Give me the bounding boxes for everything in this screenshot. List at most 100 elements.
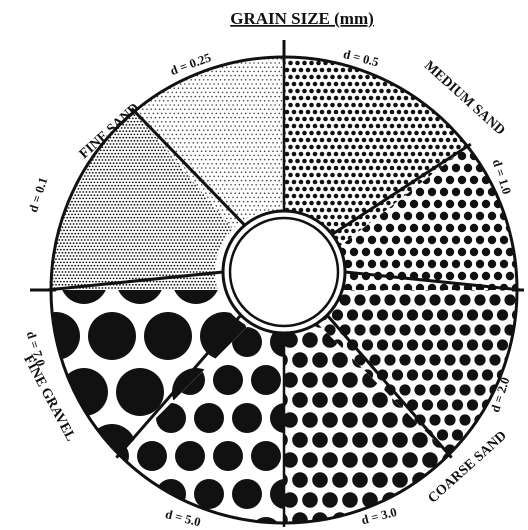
grain-dot (119, 22, 121, 24)
grain-dot (458, 79, 460, 81)
grain-dot (292, 2, 294, 4)
grain-dot (20, 22, 22, 24)
grain-dot (143, 82, 145, 84)
grain-dot (106, 2, 108, 4)
grain-dot (433, 41, 435, 43)
grain-dot (526, 28, 528, 30)
grain-dot (407, 41, 409, 43)
grain-dot (183, 54, 185, 56)
grain-dot (9, 0, 11, 1)
grain-dot (204, 12, 206, 14)
grain-dot (97, 92, 99, 94)
grain-dot (154, 79, 156, 81)
grain-dot (441, 38, 443, 40)
grain-dot (151, 15, 153, 17)
grain-dot (396, 18, 398, 20)
grain-dot (44, 70, 46, 72)
grain-dot (102, 82, 104, 84)
grain-dot (519, 66, 521, 68)
grain-dot (220, 57, 222, 59)
grain-dot (476, 57, 478, 59)
grain-dot (148, 28, 150, 30)
grain-dot (490, 22, 492, 24)
grain-dot (247, 28, 249, 30)
grain-dot (481, 79, 483, 81)
grain-dot (455, 73, 457, 75)
grain-dot (519, 9, 521, 11)
grain-dot (246, 0, 248, 1)
grain-dot (402, 57, 404, 59)
grain-dot (150, 63, 152, 65)
grain-dot (337, 34, 339, 36)
grain-dot (111, 63, 113, 65)
grain-dot (73, 25, 75, 27)
grain-dot (7, 79, 9, 81)
grain-dot (314, 47, 316, 49)
grain-dot (4, 86, 6, 88)
grain-dot (404, 60, 406, 62)
grain-dot (497, 34, 499, 36)
grain-dot (426, 34, 428, 36)
grain-dot (460, 63, 462, 65)
grain-dot (166, 18, 168, 20)
grain-dot (36, 34, 38, 36)
grain-dot (89, 38, 91, 40)
grain-dot (433, 54, 435, 56)
grain-dot (524, 76, 526, 78)
grain-dot (119, 9, 121, 11)
grain-dot (278, 38, 280, 40)
grain-dot (66, 44, 68, 46)
grain-dot (218, 22, 220, 24)
grain-dot (180, 54, 182, 56)
grain-dot (103, 86, 105, 88)
grain-dot (98, 82, 100, 84)
grain-dot (287, 50, 289, 52)
grain-dot (430, 41, 432, 43)
grain-dot (457, 76, 459, 78)
grain-dot (110, 22, 112, 24)
grain-dot (492, 18, 494, 20)
grain-dot (415, 76, 417, 78)
grain-dot (455, 66, 457, 68)
grain-dot (127, 76, 129, 78)
grain-dot (422, 63, 424, 65)
grain-dot (129, 79, 131, 81)
grain-dot (468, 41, 470, 43)
grain-dot (132, 73, 134, 75)
grain-dot (0, 82, 1, 84)
grain-dot (310, 50, 312, 52)
grain-dot (450, 12, 452, 14)
grain-dot (194, 18, 196, 20)
grain-dot (119, 73, 121, 75)
grain-dot (516, 22, 518, 24)
grain-dot (38, 31, 40, 33)
grain-dot (154, 2, 156, 4)
grain-dot (374, 44, 376, 46)
grain-dot (78, 15, 80, 17)
grain-dot (198, 50, 200, 52)
grain-dot (428, 57, 430, 59)
grain-dot (58, 66, 60, 68)
grain-dot (455, 34, 457, 36)
grain-dot (66, 31, 68, 33)
grain-dot (12, 31, 14, 33)
grain-dot (510, 9, 512, 11)
grain-dot (236, 6, 238, 8)
grain-dot (423, 34, 425, 36)
grain-dot (526, 2, 528, 4)
grain-dot (146, 44, 148, 46)
grain-dot (385, 9, 387, 11)
grain-dot (41, 0, 43, 1)
grain-dot (98, 76, 100, 78)
grain-dot (54, 57, 56, 59)
grain-dot (28, 25, 30, 27)
grain-dot (476, 70, 478, 72)
grain-dot (116, 79, 118, 81)
grain-dot (521, 89, 523, 91)
grain-dot (161, 15, 163, 17)
grain-dot (169, 50, 171, 52)
grain-dot (23, 54, 25, 56)
grain-dot (78, 41, 80, 43)
grain-dot (14, 66, 16, 68)
grain-dot (514, 25, 516, 27)
